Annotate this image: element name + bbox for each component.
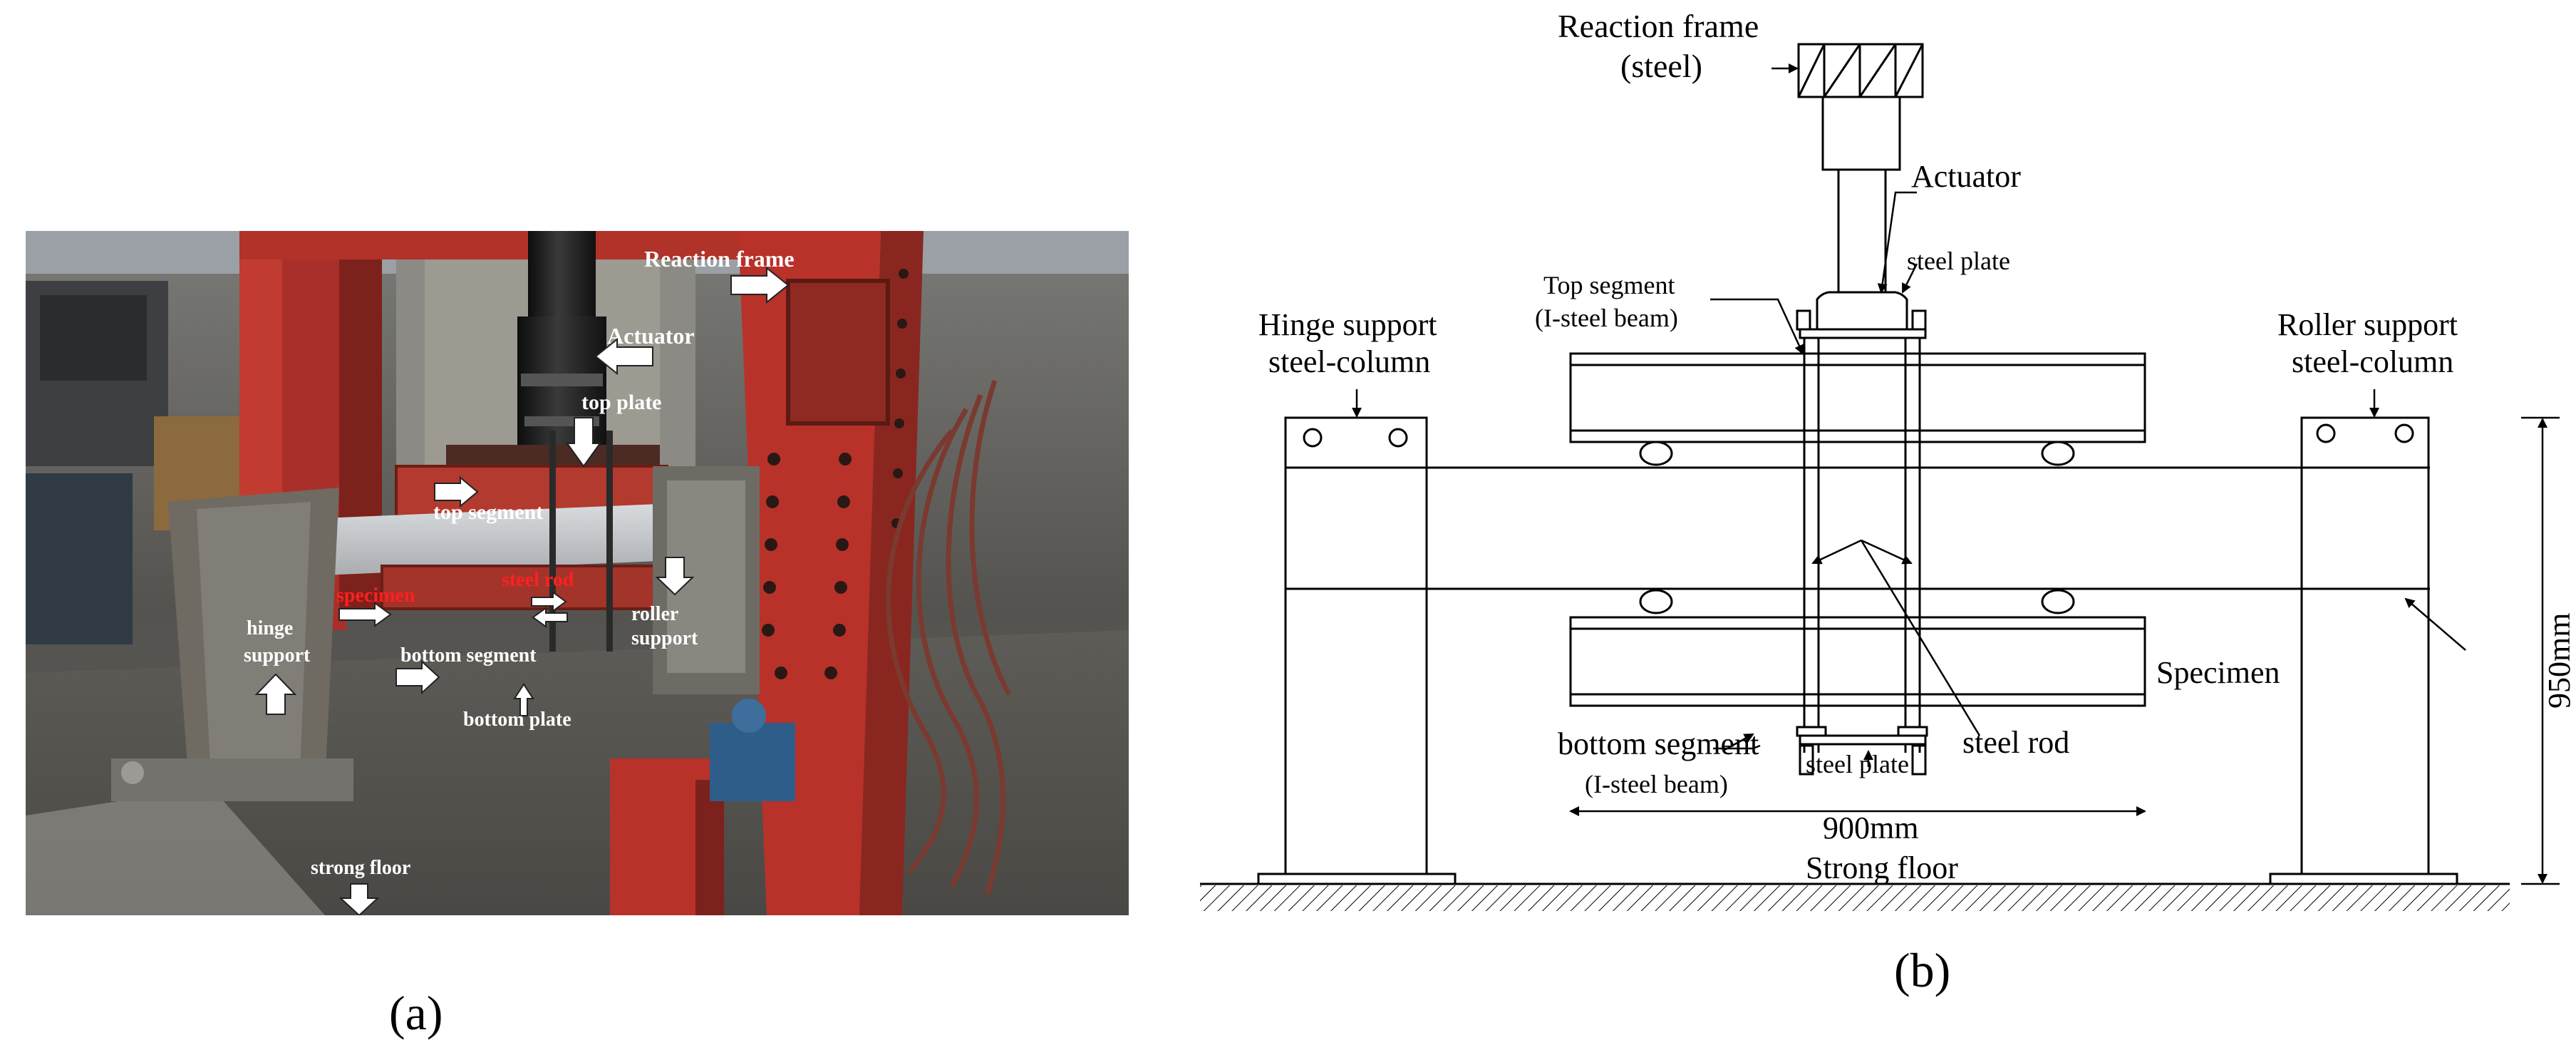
caption-a: (a) bbox=[389, 986, 443, 1040]
label-reaction-frame: Reaction frame bbox=[644, 246, 795, 272]
label-steel-rod: steel rod bbox=[1962, 725, 2069, 760]
arrow-specimen-icon bbox=[338, 602, 392, 627]
label-top-segment-2: (I-steel beam) bbox=[1535, 304, 1678, 332]
caption-b: (b) bbox=[1894, 943, 1951, 997]
leader-top-segment bbox=[1710, 298, 1804, 355]
label-roller-support-1: Roller support bbox=[2277, 307, 2458, 342]
label-top-segment: top segment bbox=[433, 500, 543, 524]
label-steel-plate-top: steel plate bbox=[1907, 247, 2010, 275]
label-height-dimension: 950mm bbox=[2542, 613, 2576, 709]
arrow-roller-support-icon bbox=[655, 557, 695, 596]
schematic-svg: Reaction frame (steel) Actuator steel pl… bbox=[1200, 8, 2576, 911]
top-steel-plate bbox=[1796, 291, 1927, 339]
steel-rods bbox=[1796, 338, 1928, 776]
label-hinge-support-2: steel-column bbox=[1268, 344, 1430, 379]
label-top-segment-1: Top segment bbox=[1543, 271, 1675, 299]
leader-actuator bbox=[1877, 191, 1917, 294]
top-segment-beam bbox=[1569, 352, 2146, 443]
arrow-steel-rod-icon bbox=[531, 591, 568, 628]
roller-support-column bbox=[2269, 416, 2458, 885]
label-span-dimension: 900mm bbox=[1823, 810, 1918, 845]
photo-illustration: Reaction frame Actuator top plate top se… bbox=[26, 231, 1129, 915]
arrow-top-segment-icon bbox=[434, 475, 479, 508]
arrow-bottom-segment-icon bbox=[395, 659, 440, 695]
label-steel-rod: steel rod bbox=[502, 569, 574, 591]
bottom-segment-beam bbox=[1569, 616, 2146, 707]
label-actuator: Actuator bbox=[607, 323, 695, 349]
leader-specimen bbox=[2404, 597, 2466, 651]
leader-bottom-segment bbox=[1724, 733, 1754, 751]
label-bottom-segment: bottom segment bbox=[400, 644, 537, 667]
leader-steel-plate-top bbox=[1901, 263, 1918, 294]
arrow-strong-floor-icon bbox=[338, 883, 380, 915]
label-top-plate: top plate bbox=[581, 391, 662, 414]
label-bottom-plate: bottom plate bbox=[463, 709, 571, 731]
label-hinge-support-2: support bbox=[244, 644, 311, 667]
specimen-beam bbox=[1425, 441, 2430, 614]
leader-steel-rod-a bbox=[1860, 540, 1981, 736]
label-strong-floor: Strong floor bbox=[1806, 850, 1958, 885]
label-hinge-support-1: Hinge support bbox=[1258, 307, 1437, 342]
label-strong-floor: strong floor bbox=[311, 857, 410, 879]
label-steel-plate-bottom: steel plate bbox=[1806, 750, 1909, 778]
label-roller-support-2: support bbox=[631, 627, 698, 649]
label-roller-support-2: steel-column bbox=[2292, 344, 2453, 379]
arrow-bottom-plate-icon bbox=[513, 683, 534, 716]
arrow-reaction-frame-icon bbox=[730, 266, 790, 304]
arrow-hinge-support-icon bbox=[254, 673, 297, 715]
strong-floor bbox=[1200, 882, 2510, 911]
label-specimen: Specimen bbox=[2156, 655, 2280, 690]
label-actuator: Actuator bbox=[1911, 159, 2021, 194]
label-hinge-support-1: hinge bbox=[247, 617, 293, 639]
label-bottom-segment-1: bottom segment bbox=[1558, 726, 1759, 761]
label-roller-support-1: roller bbox=[631, 603, 678, 625]
label-reaction-frame-2: (steel) bbox=[1620, 48, 1702, 84]
reaction-frame bbox=[1797, 43, 1924, 98]
hinge-support-column bbox=[1257, 416, 1457, 885]
leader-steel-rod-b bbox=[1811, 539, 1862, 565]
label-bottom-segment-2: (I-steel beam) bbox=[1585, 770, 1728, 798]
test-setup-schematic: Reaction frame (steel) Actuator steel pl… bbox=[1183, 0, 2576, 955]
actuator bbox=[1821, 96, 1901, 294]
arrow-actuator-icon bbox=[594, 337, 653, 376]
test-setup-photo: Reaction frame Actuator top plate top se… bbox=[26, 231, 1129, 915]
arrow-top-plate-icon bbox=[566, 417, 601, 468]
label-reaction-frame-1: Reaction frame bbox=[1558, 8, 1759, 44]
leader-steel-rod-c bbox=[1861, 539, 1913, 565]
